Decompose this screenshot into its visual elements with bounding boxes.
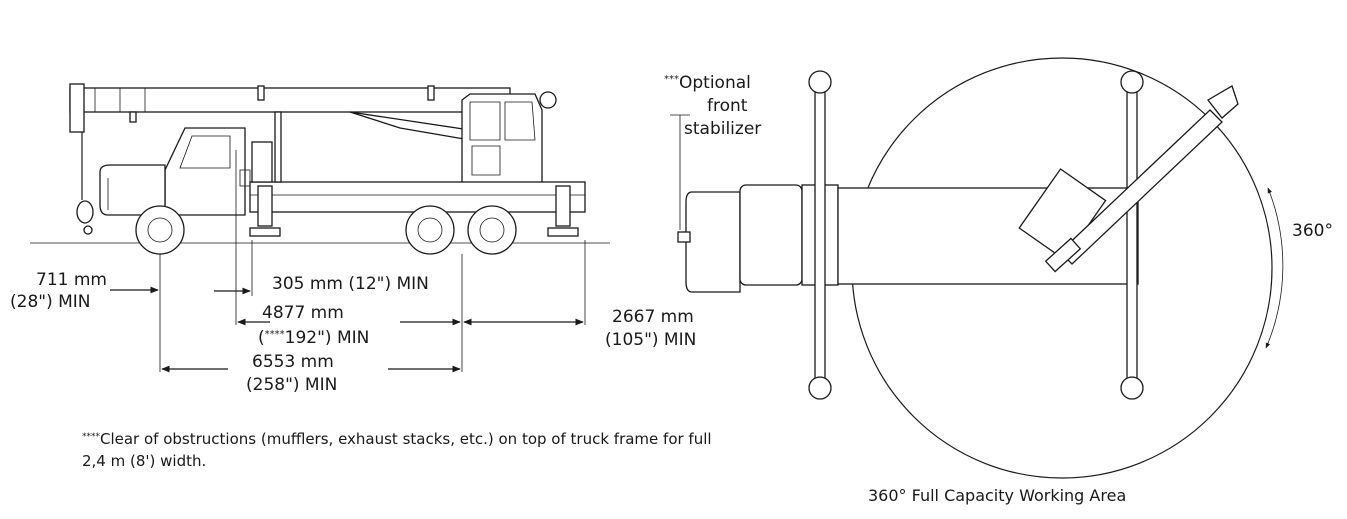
- note-text: Clear of obstructions (mufflers, exhaust…: [82, 430, 712, 470]
- top-boom: [1018, 85, 1239, 273]
- truck-frame: [249, 111, 586, 213]
- stabilizer-stars: ***: [664, 74, 679, 85]
- stabilizer-label-line3: stabilizer: [684, 119, 761, 139]
- stabilizer-label-line2: front: [707, 96, 748, 116]
- top-outriggers: [808, 70, 1144, 400]
- stabilizer-optional: Optional: [679, 73, 751, 93]
- stabilizer-label-line1: ***Optional: [664, 73, 751, 93]
- dim-4877-line1: 4877 mm: [262, 303, 344, 323]
- dimension-lines: [110, 150, 586, 373]
- outriggers: [249, 185, 579, 237]
- rotation-label: 360°: [1292, 221, 1333, 241]
- crane-boom: [69, 83, 511, 235]
- truck-top-view: ***Optional front stabilizer 360°: [664, 57, 1333, 479]
- dim-6553-line1: 6553 mm: [252, 352, 334, 372]
- dim-4877-value: 192") MIN: [285, 328, 370, 348]
- dim-4877-line2: (****192") MIN: [258, 328, 369, 348]
- truck-wheels: [135, 205, 517, 255]
- working-area-caption: 360° Full Capacity Working Area: [868, 486, 1127, 505]
- dim-2667-line2: (105") MIN: [605, 330, 696, 350]
- truck-cab: [99, 127, 251, 216]
- dim-711-line2: (28") MIN: [10, 292, 91, 312]
- truck-side-view: 711 mm (28") MIN 305 mm (12") MIN 4877 m…: [10, 83, 696, 395]
- note-stars: ****: [82, 432, 100, 442]
- dim-2667-line1: 2667 mm: [612, 307, 694, 327]
- dim-6553-line2: (258") MIN: [246, 375, 337, 395]
- operator-cab: [461, 91, 557, 186]
- dim-4877-paren: (: [258, 328, 265, 348]
- clearance-note: ****Clear of obstructions (mufflers, exh…: [82, 426, 722, 472]
- dim-711-line1: 711 mm: [36, 270, 107, 290]
- rotation-arrow: [1265, 187, 1284, 349]
- dim-4877-stars: ****: [265, 329, 285, 340]
- dim-305: 305 mm (12") MIN: [272, 274, 429, 294]
